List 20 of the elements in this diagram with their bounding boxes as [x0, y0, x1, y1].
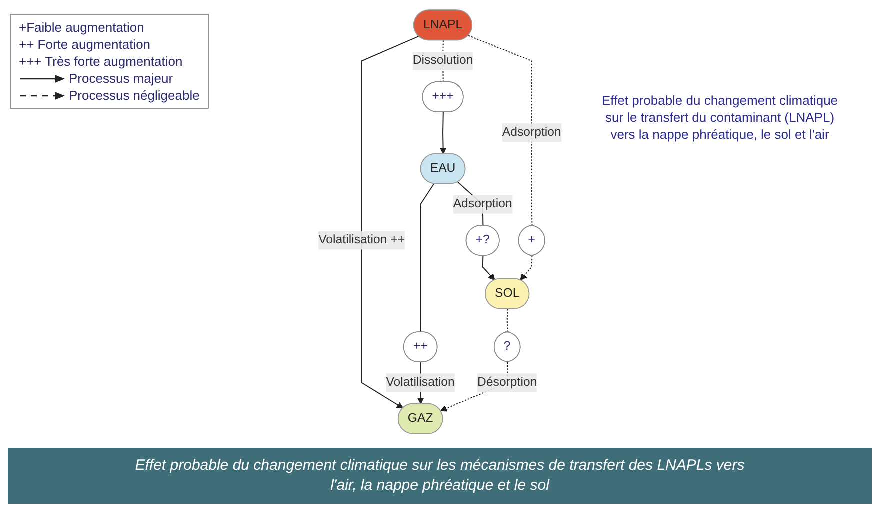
edge-label: Adsorption [502, 126, 562, 140]
legend-text: Processus négligeable [69, 87, 200, 104]
legend-text: +++ Très forte augmentation [19, 53, 183, 70]
edge-label: Dissolution [412, 54, 474, 68]
connector [468, 35, 533, 226]
edge-label: Adsorption [453, 198, 512, 211]
edge-label: Désorption [477, 376, 538, 390]
legend-text: +Faible augmentation [19, 19, 144, 36]
arrow [440, 112, 447, 154]
connector [506, 309, 508, 332]
edge-label: Volatilisation ++ [318, 234, 406, 247]
caption-banner: Effet probable du changement climatique sur les mécanismes de transfert des LNAPLs vers l'air, la nappe phréatique et le sol [8, 448, 872, 504]
legend-text: Processus majeur [69, 70, 174, 87]
legend-text: ++ Forte augmentation [19, 36, 151, 53]
arrow [361, 36, 420, 409]
arrow [520, 256, 533, 281]
note-text: Effet probable du changement climatique sur le transfert du contaminant (LNAPL) vers la nappe phréatique, le sol et l'air [600, 92, 840, 143]
arrow [482, 256, 496, 281]
connector [420, 184, 434, 332]
edge-label: Volatilisation [386, 376, 455, 390]
